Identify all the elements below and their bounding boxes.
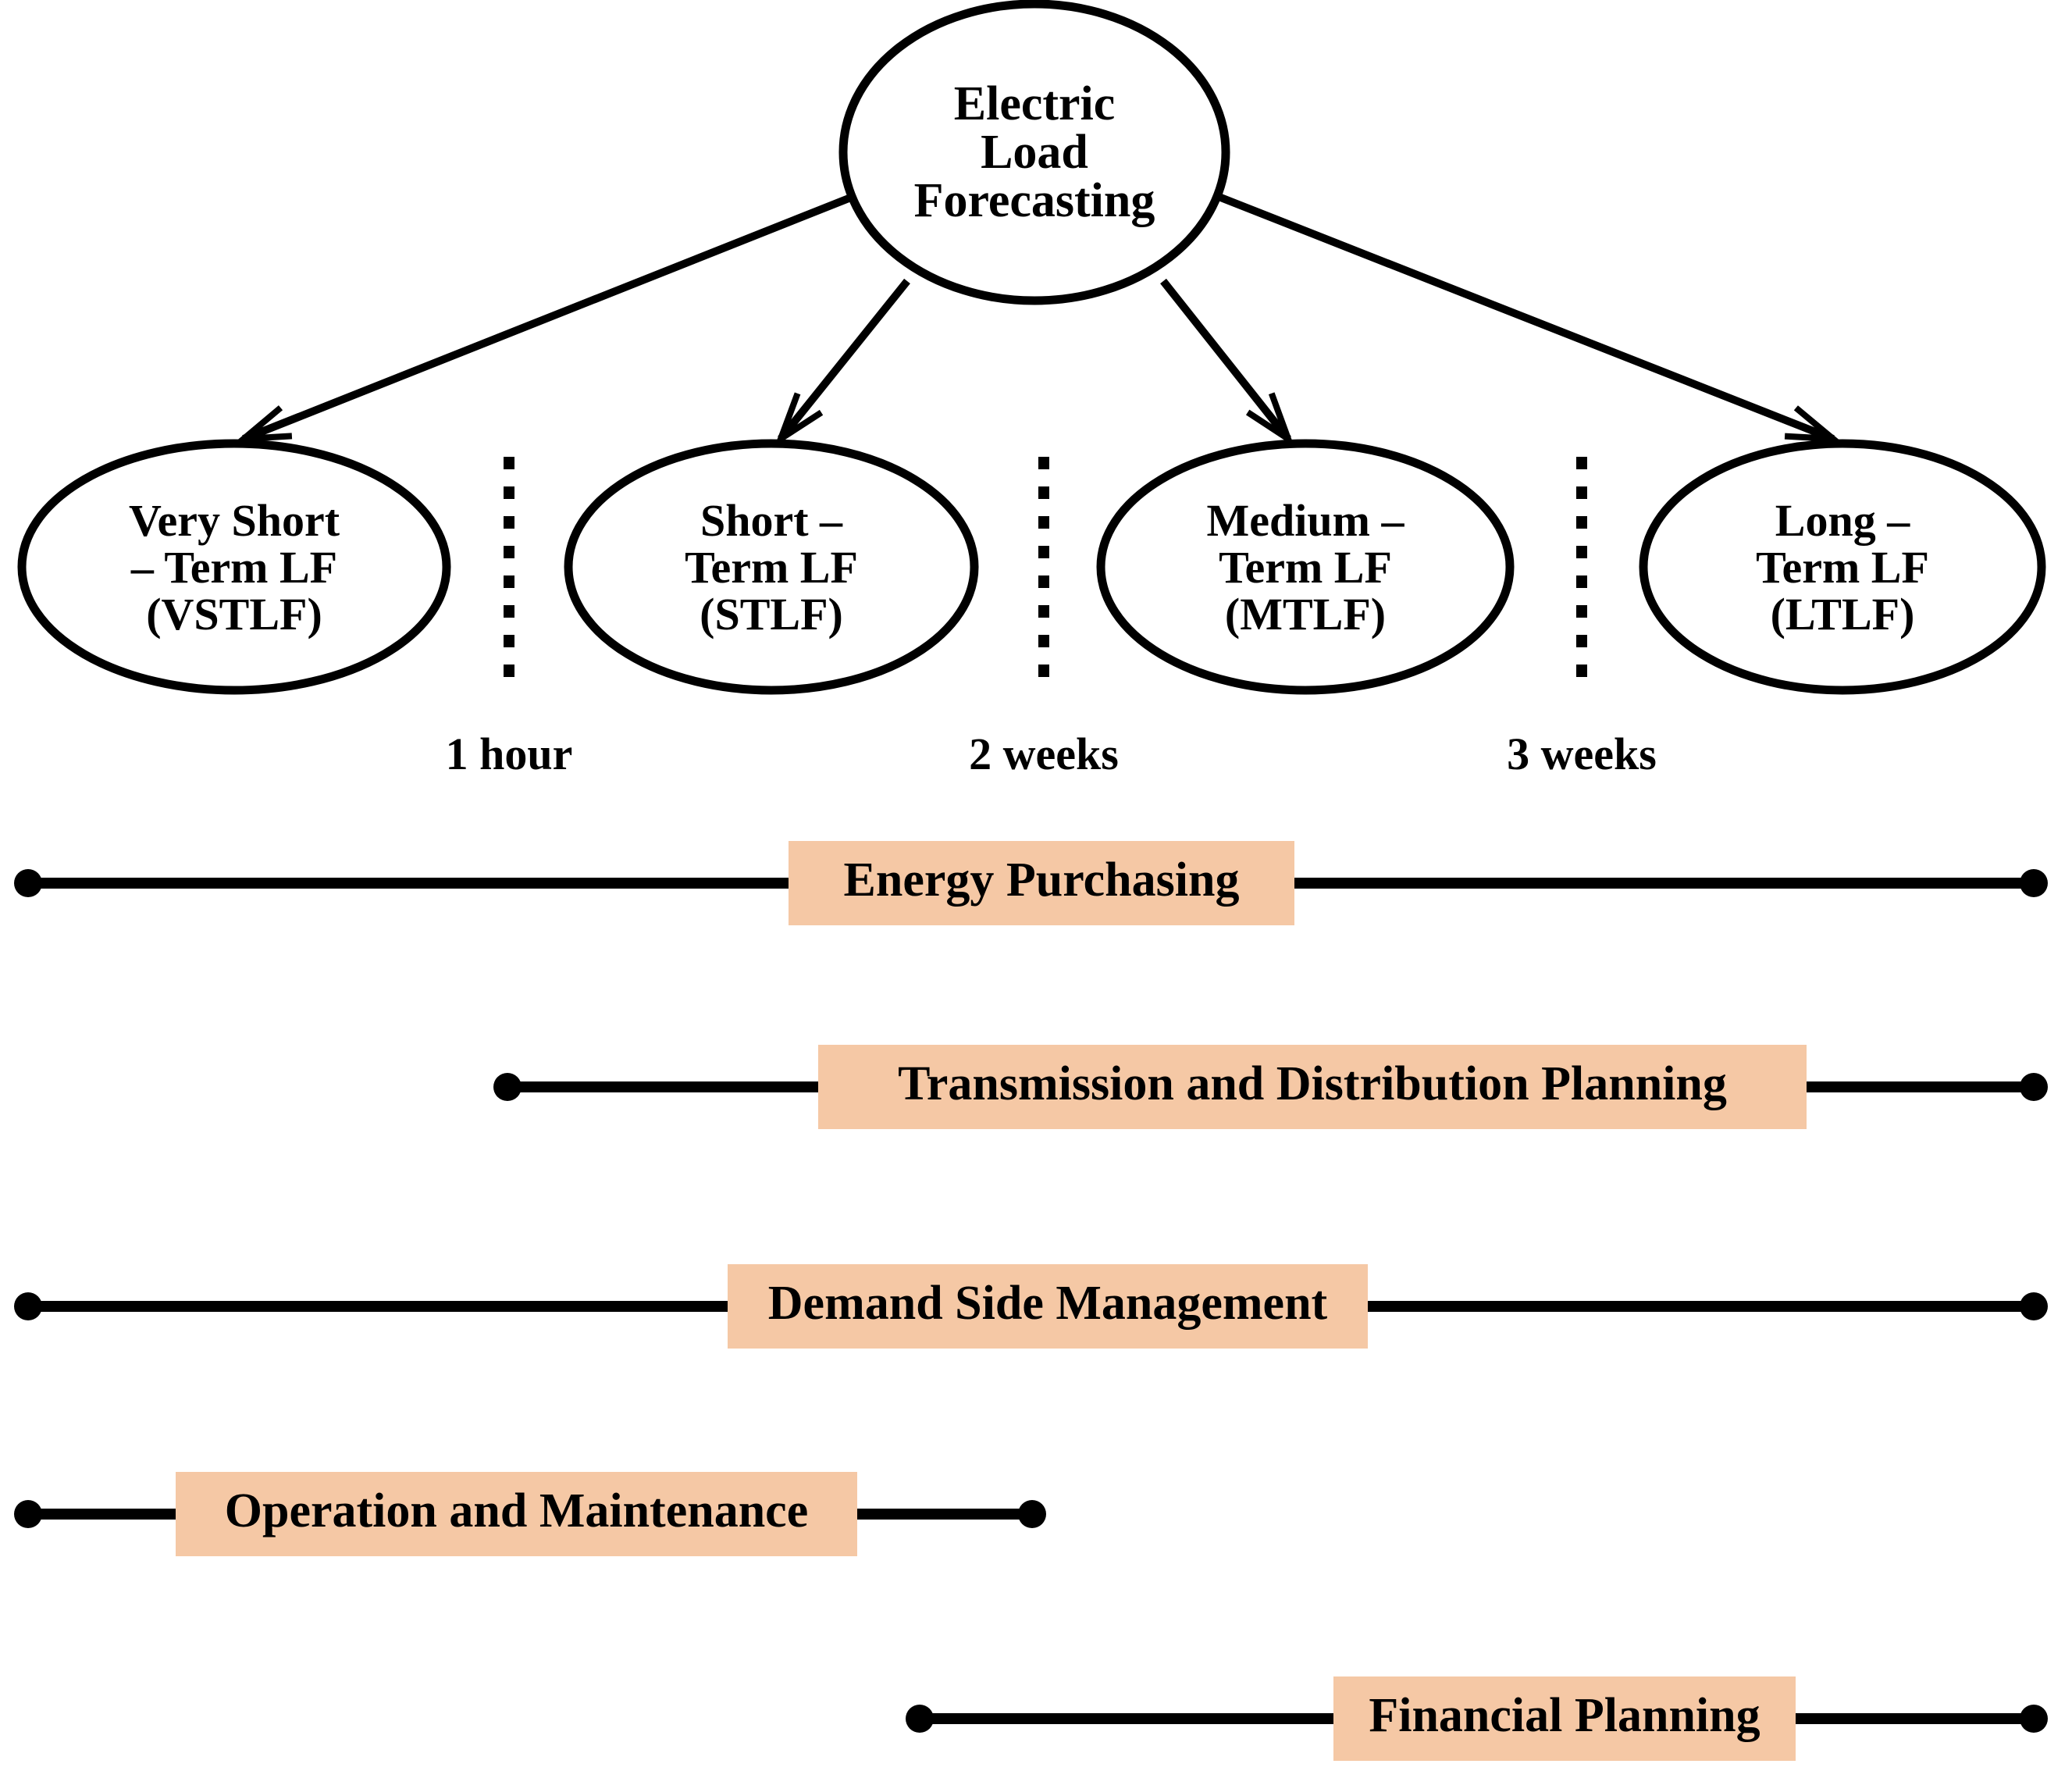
separators-layer: 1 hour 2 weeks 3 weeks [446, 457, 1657, 779]
separator-2-weeks-label: 2 weeks [969, 729, 1119, 779]
long-term-lf-label-line-3: (LTLF) [1771, 589, 1915, 640]
root-node-label-line-1: Electric [954, 77, 1116, 130]
span-energy-purchasing-start-dot-icon [14, 869, 42, 897]
span-financial-planning-label: Financial Planning [1369, 1689, 1760, 1742]
long-term-lf-shape[interactable] [1639, 439, 2046, 695]
edge-root-to-ltlf [1184, 180, 1842, 443]
span-demand-side-management-label: Demand Side Management [768, 1277, 1328, 1330]
span-energy-purchasing-end-dot-icon [2020, 869, 2048, 897]
span-energy-purchasing-label-box[interactable] [789, 841, 1294, 925]
span-energy-purchasing-label: Energy Purchasing [844, 853, 1240, 907]
separator-3-weeks: 3 weeks [1507, 457, 1657, 779]
root-node-shape[interactable] [838, 0, 1230, 305]
span-transmission-distribution-planning-start-dot-icon [493, 1073, 522, 1101]
edge-root-to-stlf-arrowhead-icon [774, 392, 824, 447]
edges-layer [234, 180, 1842, 447]
very-short-term-lf-label-line-2: – Term LF [130, 542, 337, 593]
edge-root-to-vstlf [234, 180, 888, 443]
long-term-lf-label-line-2: Term LF [1756, 542, 1929, 593]
very-short-term-lf[interactable]: Very Short– Term LF(VSTLF) [17, 439, 451, 695]
span-operation-and-maintenance-end-dot-icon [1018, 1500, 1046, 1528]
span-operation-and-maintenance-label: Operation and Maintenance [225, 1484, 808, 1537]
root-node-label-line-3: Forecasting [914, 174, 1155, 227]
span-transmission-distribution-planning-label: Transmission and Distribution Planning [898, 1057, 1727, 1110]
span-financial-planning[interactable]: Financial Planning [906, 1676, 2048, 1761]
span-operation-and-maintenance-label-box[interactable] [176, 1472, 857, 1556]
long-term-lf-label-line-1: Long – [1775, 495, 1910, 546]
span-demand-side-management-end-dot-icon [2020, 1292, 2048, 1320]
short-term-lf-label-line-3: (STLF) [700, 589, 843, 640]
edge-root-to-vstlf-line [242, 180, 888, 443]
span-demand-side-management[interactable]: Demand Side Management [14, 1264, 2048, 1349]
span-transmission-distribution-planning-label-box[interactable] [818, 1045, 1807, 1129]
edge-root-to-vstlf-arrowhead-icon [234, 405, 293, 443]
very-short-term-lf-shape[interactable] [17, 439, 451, 695]
edge-root-to-mtlf-line [1160, 278, 1291, 442]
span-financial-planning-end-dot-icon [2020, 1705, 2048, 1733]
medium-term-lf-label-line-2: Term LF [1219, 542, 1392, 593]
span-operation-and-maintenance-start-dot-icon [14, 1500, 42, 1528]
very-short-term-lf-label-line-3: (VSTLF) [146, 589, 322, 640]
span-financial-planning-label-box[interactable] [1333, 1676, 1796, 1761]
edge-root-to-stlf-line [778, 278, 910, 442]
short-term-lf-label-line-2: Term LF [685, 542, 858, 593]
medium-term-lf-label-line-3: (MTLF) [1225, 589, 1386, 640]
medium-term-lf-label-line-1: Medium – [1207, 495, 1405, 546]
separator-3-weeks-label: 3 weeks [1507, 729, 1657, 779]
span-demand-side-management-start-dot-icon [14, 1292, 42, 1320]
separator-1-hour: 1 hour [446, 457, 573, 779]
short-term-lf[interactable]: Short –Term LF(STLF) [564, 439, 979, 695]
span-transmission-distribution-planning[interactable]: Transmission and Distribution Planning [493, 1045, 2048, 1129]
long-term-lf[interactable]: Long –Term LF(LTLF) [1639, 439, 2046, 695]
span-operation-and-maintenance[interactable]: Operation and Maintenance [14, 1472, 1046, 1556]
short-term-lf-label-line-1: Short – [700, 495, 843, 546]
medium-term-lf[interactable]: Medium –Term LF(MTLF) [1096, 439, 1515, 695]
edge-root-to-mtlf [1160, 278, 1294, 447]
edge-root-to-stlf [774, 278, 910, 447]
span-energy-purchasing[interactable]: Energy Purchasing [14, 841, 2048, 925]
separator-1-hour-label: 1 hour [446, 729, 573, 779]
span-transmission-distribution-planning-end-dot-icon [2020, 1073, 2048, 1101]
short-term-lf-shape[interactable] [564, 439, 979, 695]
medium-term-lf-shape[interactable] [1096, 439, 1515, 695]
span-demand-side-management-label-box[interactable] [728, 1264, 1368, 1349]
root-node-label-line-2: Load [981, 126, 1088, 179]
very-short-term-lf-label-line-1: Very Short [129, 495, 340, 546]
edge-root-to-mtlf-arrowhead-icon [1245, 392, 1294, 447]
separator-2-weeks: 2 weeks [969, 457, 1119, 779]
edge-root-to-ltlf-line [1184, 180, 1835, 443]
edge-root-to-ltlf-arrowhead-icon [1784, 405, 1842, 443]
span-financial-planning-start-dot-icon [906, 1705, 934, 1733]
